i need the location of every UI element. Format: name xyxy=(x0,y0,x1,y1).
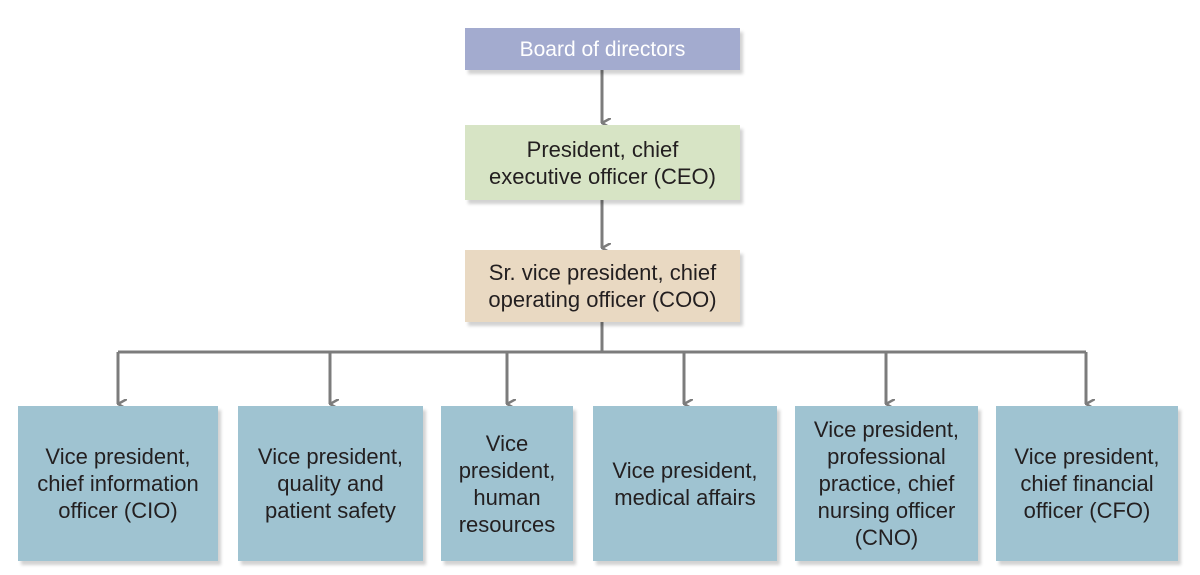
node-board-of-directors: Board of directors xyxy=(465,28,740,70)
node-vp-medical-affairs: Vice president, medical affairs xyxy=(593,406,777,561)
node-vp-cio: Vice president, chief information office… xyxy=(18,406,218,561)
node-vp-quality-patient-safety: Vice president, quality and patient safe… xyxy=(238,406,423,561)
node-vp-human-resources: Vice president, human resources xyxy=(441,406,573,561)
node-ceo: President, chief executive officer (CEO) xyxy=(465,125,740,200)
node-coo: Sr. vice president, chief operating offi… xyxy=(465,250,740,322)
node-vp-cno: Vice president, professional practice, c… xyxy=(795,406,978,561)
node-vp-cfo: Vice president, chief financial officer … xyxy=(996,406,1178,561)
